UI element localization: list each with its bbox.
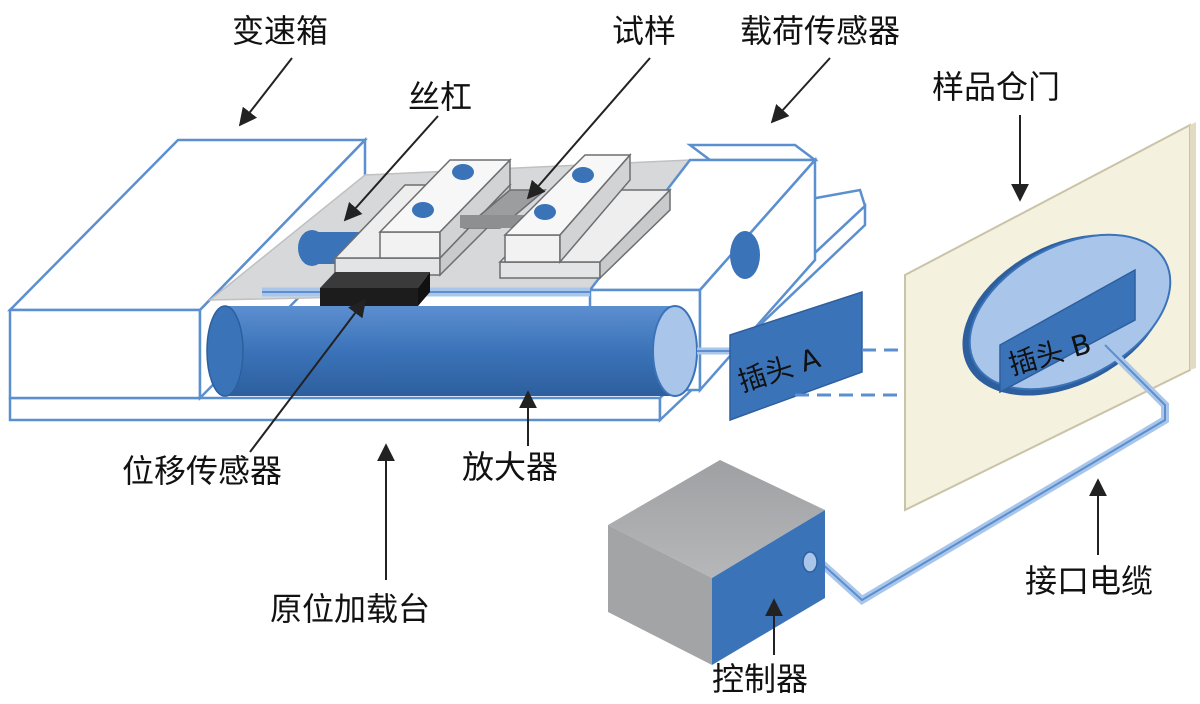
label-amplifier-group: 放大器: [462, 390, 558, 486]
label-gearbox: 变速箱: [232, 12, 328, 50]
right-clamp: [498, 153, 672, 280]
label-stage: 原位加载台: [270, 590, 430, 628]
label-sample-door-group: 样品仓门: [932, 68, 1060, 202]
label-load-sensor: 载荷传感器: [740, 12, 900, 50]
left-clamp: [333, 158, 512, 277]
amplifier-end-cap: [652, 305, 698, 397]
label-lead-screw: 丝杠: [408, 78, 472, 116]
displacement-sensor: [320, 272, 430, 306]
label-stage-group: 原位加载台: [270, 443, 430, 628]
label-cable: 接口电缆: [1025, 562, 1153, 600]
controller-box: [608, 460, 825, 665]
label-controller: 控制器: [712, 660, 808, 698]
label-cable-group: 接口电缆: [1025, 478, 1153, 600]
label-displacement-sensor-group: 位移传感器: [122, 298, 367, 490]
label-load-sensor-group: 载荷传感器: [740, 12, 900, 124]
label-displacement-sensor: 位移传感器: [122, 452, 282, 490]
interface-cable: [817, 342, 1169, 605]
label-specimen: 试样: [612, 12, 676, 50]
plug-a: 插头 A: [729, 290, 863, 422]
amplifier-cylinder: [206, 305, 698, 397]
label-lead-screw-group: 丝杠: [343, 78, 472, 222]
label-controller-group: 控制器: [712, 598, 808, 698]
label-amplifier: 放大器: [462, 448, 558, 486]
label-specimen-group: 试样: [526, 12, 676, 200]
label-sample-door: 样品仓门: [932, 68, 1060, 106]
plug-connection-dashes: [795, 348, 900, 397]
controller-port: [802, 551, 818, 573]
load-sensor-port: [730, 231, 760, 279]
label-gearbox-group: 变速箱: [232, 12, 328, 127]
